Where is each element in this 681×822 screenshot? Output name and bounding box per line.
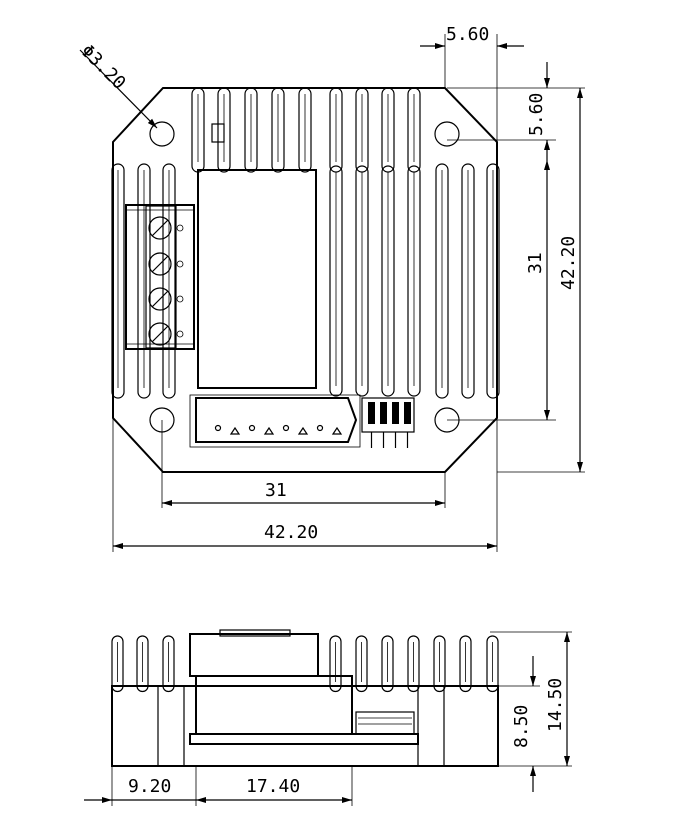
dim-side-offset-left: 9.20 (128, 776, 171, 797)
side-component-top (189, 633, 319, 677)
dip-switch (361, 397, 415, 448)
left-fin-0 (111, 163, 125, 399)
side-component-cap (219, 629, 291, 637)
connector-pin-0 (214, 424, 222, 432)
dim-hole-pitch-horizontal: 31 (265, 480, 287, 501)
connector-pin-2 (248, 424, 256, 432)
connector-key-1 (229, 426, 241, 435)
top-fin-5 (329, 87, 343, 173)
dim-hole-pitch-vertical: 31 (525, 252, 546, 274)
top-fin-4 (298, 87, 312, 173)
dim-hole-offset-x: 5.60 (446, 24, 489, 45)
dip-toggle-0 (368, 402, 375, 424)
bottom-connector (189, 394, 361, 448)
dip-toggle-2 (392, 402, 399, 424)
mid-fin-3 (407, 165, 421, 397)
side-board (189, 733, 419, 745)
mid-fin-2 (381, 165, 395, 397)
top-fin-8 (407, 87, 421, 173)
terminal-contact-1 (176, 260, 184, 268)
terminal-contact-2 (176, 295, 184, 303)
terminal-block (125, 204, 195, 350)
top-fin-0 (191, 87, 205, 173)
dim-side-board-height: 8.50 (511, 705, 532, 748)
dim-overall-width: 42.20 (264, 522, 318, 543)
side-fin-4 (355, 635, 368, 693)
connector-pin-4 (282, 424, 290, 432)
connector-key-3 (263, 426, 275, 435)
top-fin-3 (271, 87, 285, 173)
connector-pin-6 (316, 424, 324, 432)
side-fin-6 (407, 635, 420, 693)
top-view: Φ3.20 5.60 5.60 31 42.20 31 42.20 (76, 24, 585, 552)
dim-hole-offset-y: 5.60 (526, 93, 547, 136)
side-fin-0 (111, 635, 124, 693)
side-fin-7 (433, 635, 446, 693)
left-fin-2 (162, 163, 176, 399)
side-view: 14.50 8.50 9.20 17.40 (84, 629, 572, 806)
terminal-contact-3 (176, 330, 184, 338)
mounting-hole-top-left (149, 121, 175, 147)
dim-overall-height: 42.20 (558, 236, 579, 290)
terminal-screw-1 (148, 252, 172, 276)
connector-key-7 (331, 426, 343, 435)
terminal-screw-2 (148, 287, 172, 311)
side-fin-3 (329, 635, 342, 693)
left-heatsink-fins (111, 163, 176, 399)
dim-side-overall-height: 14.50 (545, 678, 566, 732)
side-fin-2 (162, 635, 175, 693)
side-heatsink-fins (111, 635, 499, 693)
terminal-contact-0 (176, 224, 184, 232)
top-fin-2 (244, 87, 258, 173)
top-fin-6 (355, 87, 369, 173)
side-dip-switch (355, 711, 415, 735)
terminal-screw-slot-0 (151, 219, 169, 237)
top-fin-7 (381, 87, 395, 173)
terminal-screw-slot-1 (151, 255, 169, 273)
right-heatsink-fins (435, 163, 500, 399)
top-fin-1 (217, 87, 231, 173)
top-heatsink-fins (191, 87, 421, 397)
connector-key-5 (297, 426, 309, 435)
terminal-screw-3 (148, 322, 172, 346)
terminal-screw-slot-3 (151, 325, 169, 343)
side-fin-5 (381, 635, 394, 693)
dim-side-body-width: 17.40 (246, 776, 300, 797)
dip-toggle-1 (380, 402, 387, 424)
right-fin-1 (461, 163, 475, 399)
terminal-screw-0 (148, 216, 172, 240)
dip-toggle-3 (404, 402, 411, 424)
mounting-hole-top-right (434, 121, 460, 147)
side-fin-8 (459, 635, 472, 693)
top-connector-tab (211, 123, 225, 143)
side-component-body (195, 675, 353, 735)
side-base (111, 685, 499, 767)
side-fin-1 (136, 635, 149, 693)
right-fin-0 (435, 163, 449, 399)
right-fin-2 (486, 163, 500, 399)
dim-hole-diameter: Φ3.20 (76, 41, 129, 94)
main-component (197, 169, 317, 389)
terminal-screw-slot-2 (151, 290, 169, 308)
side-fin-9 (486, 635, 499, 693)
left-fin-1 (137, 163, 151, 399)
